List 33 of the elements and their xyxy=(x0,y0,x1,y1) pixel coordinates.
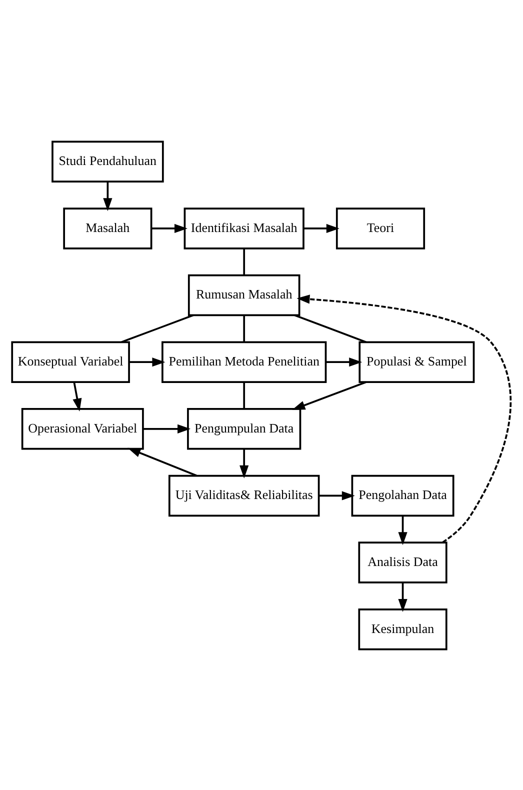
arrow xyxy=(296,294,512,543)
node-box: Populasi & Sampel xyxy=(358,340,475,382)
connector xyxy=(243,314,246,342)
connector xyxy=(243,248,246,275)
node-box: Masalah xyxy=(63,207,152,249)
arrow xyxy=(143,424,191,433)
arrow xyxy=(304,223,340,233)
node-box: Teori xyxy=(336,207,426,249)
arrow xyxy=(240,448,249,478)
arrow xyxy=(72,381,82,411)
arrow xyxy=(129,357,166,366)
node-box: Rumusan Masalah xyxy=(188,274,300,316)
connector xyxy=(121,314,194,342)
arrow xyxy=(151,223,188,233)
arrow xyxy=(292,380,366,410)
arrow xyxy=(128,447,197,476)
arrow xyxy=(398,582,408,612)
node-box: Kesimpulan xyxy=(358,608,448,650)
connector xyxy=(243,382,246,408)
connector xyxy=(294,314,366,342)
arrow xyxy=(103,181,112,211)
node-box: Studi Pendahuluan xyxy=(52,140,164,182)
node-box: Pengumpulan Data xyxy=(187,408,302,450)
arrow xyxy=(326,357,362,366)
node-box: Operasional Variabel xyxy=(21,408,144,450)
node-box: Konseptual Variabel xyxy=(11,340,130,382)
node-box: Uji Validitas& Reliabilitas xyxy=(168,474,320,516)
arrow xyxy=(398,515,408,545)
node-box: Pengolahan Data xyxy=(351,474,454,516)
node-box: Analisis Data xyxy=(358,541,448,583)
node-box: Identifikasi Masalah xyxy=(184,207,304,249)
arrow xyxy=(319,490,355,500)
node-box: Pemilihan Metoda Penelitian xyxy=(162,340,327,382)
